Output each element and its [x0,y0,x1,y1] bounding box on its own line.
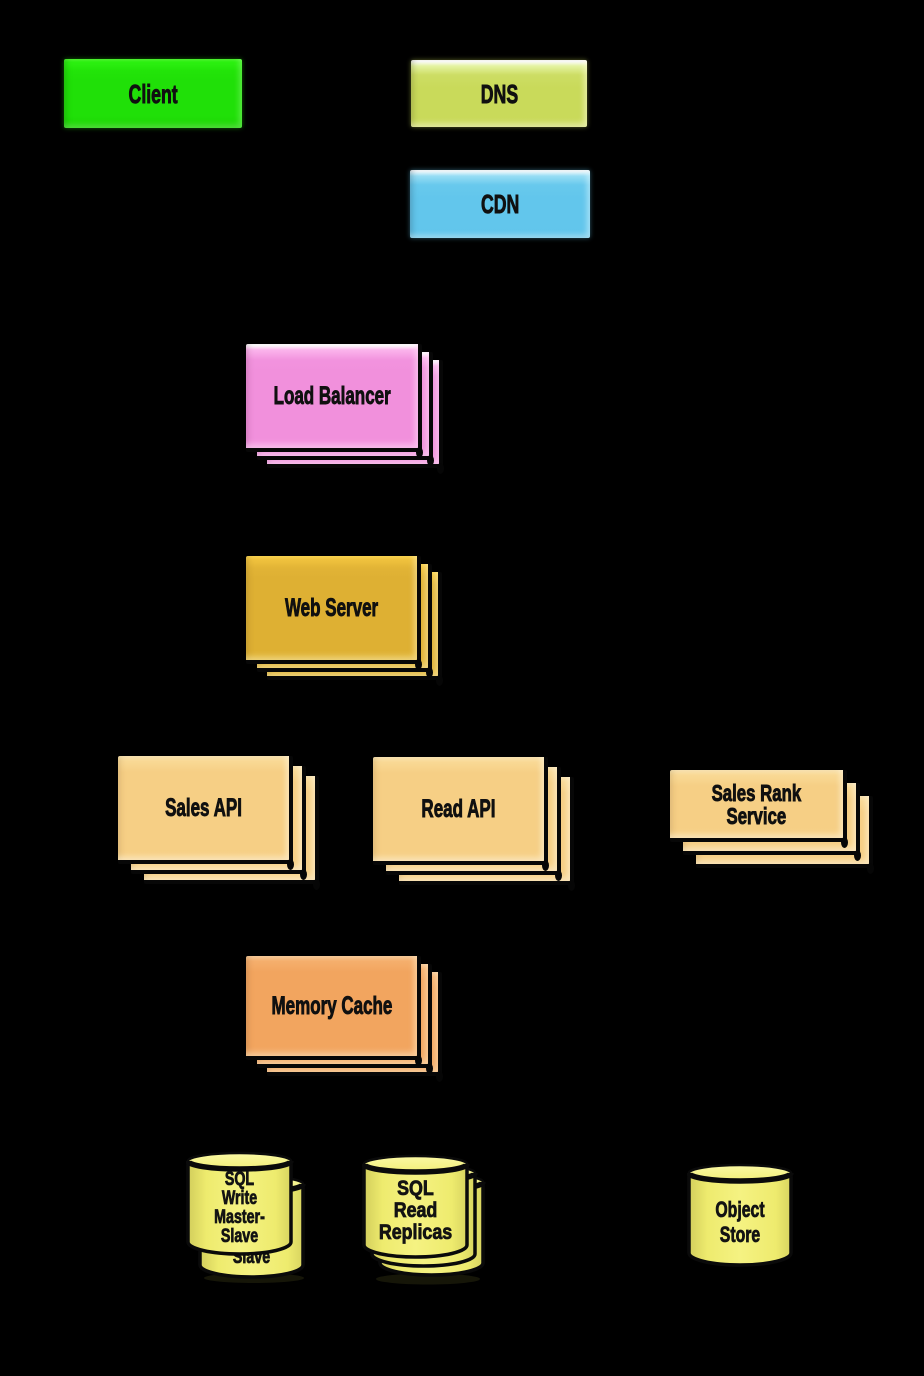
svg-text:SQLWriteMaster-Slave: SQLWriteMaster-Slave [214,1168,265,1246]
svg-text:ObjectStore: ObjectStore [715,1199,765,1248]
svg-text:SQLReadReplicas: SQLReadReplicas [379,1177,453,1245]
